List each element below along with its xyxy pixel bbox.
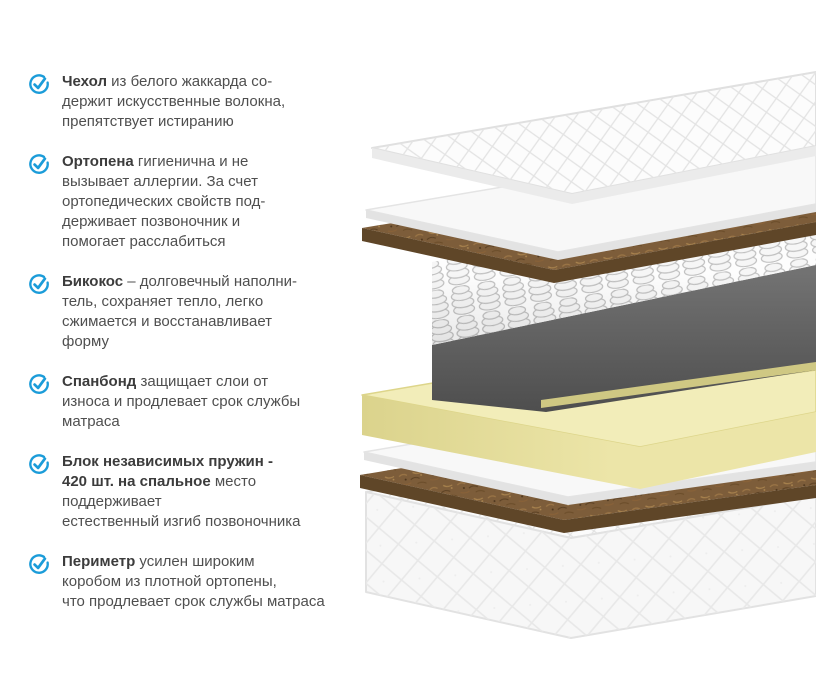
feature-text-line: ортопедических свойств под- (62, 193, 266, 210)
feature-text-line: сжимается и восстанавливает (62, 313, 273, 330)
feature-text-line: что продлевает срок службы матраса (62, 593, 325, 610)
feature-text-line: Бикокос – долговечный наполни- (62, 273, 298, 290)
feature-text-line: Блок независимых пружин - (62, 453, 274, 470)
feature-text-line: помогает расслабиться (62, 233, 226, 250)
check-circle-icon (29, 374, 49, 394)
check-circle-icon (29, 554, 49, 574)
feature-text-line: коробом из плотной ортопены, (62, 573, 277, 590)
jacquard-cover-layer (371, 71, 816, 204)
mattress-diagram (360, 71, 816, 639)
feature-text-line: форму (62, 333, 110, 350)
feature-text-line: 420 шт. на спальное место (62, 473, 257, 490)
feature-text-line: Ортопена гигиенична и не (62, 153, 249, 170)
feature-text: Бикокос – долговечный наполни-тель, сохр… (62, 272, 297, 352)
coir-bottom-side-face (360, 475, 816, 533)
spunbond-bottom-side-face (364, 452, 816, 505)
feature-text-line: вызывает аллергии. За счет (62, 173, 258, 190)
feature-text-line: Чехол из белого жаккарда со- (62, 73, 273, 90)
check-circle-icon (29, 154, 49, 174)
feature-text-line: препятствует истиранию (62, 113, 234, 130)
feature-item-bicocos: Бикокос – долговечный наполни-тель, сохр… (28, 272, 358, 352)
check-circle-icon (29, 454, 49, 474)
feature-text: Блок независимых пружин - 420 шт. на спал… (62, 452, 300, 532)
cover-quilting (372, 72, 816, 194)
feature-item-perimeter: Периметр усилен широким коробом из плотно… (28, 552, 358, 612)
feature-text-line: тель, сохраняет тепло, легко (62, 293, 264, 310)
feature-item-cover: Чехол из белого жаккарда со-держит искус… (28, 72, 358, 132)
base-front-quilting (366, 492, 816, 638)
foam-frame-front-face (362, 395, 816, 489)
feature-text-line: поддерживает (62, 493, 162, 510)
feature-text-line: держит искусственные волокна, (62, 93, 286, 110)
feature-text: Спанбонд защищает слои от износа и продле… (62, 372, 300, 432)
feature-item-springs: Блок независимых пружин - 420 шт. на спал… (28, 452, 358, 532)
check-circle-icon (29, 274, 49, 294)
feature-text: Чехол из белого жаккарда со-держит искус… (62, 72, 285, 132)
feature-text: Периметр усилен широким коробом из плотно… (62, 552, 325, 612)
cover-side-face (372, 146, 816, 204)
feature-text-line: износа и продлевает срок службы (62, 393, 301, 410)
foam-frame-inner-wall (541, 362, 816, 408)
frame-interior-floor (432, 261, 816, 412)
feature-text-line: держивает позвоночник и (62, 213, 241, 230)
feature-item-orthopena: Ортопена гигиенична и не вызывает аллерги… (28, 152, 358, 252)
feature-text-line: естественный изгиб позвоночника (62, 513, 301, 530)
feature-text: Ортопена гигиенична и не вызывает аллерги… (62, 152, 265, 252)
feature-text-line: Спанбонд защищает слои от (62, 373, 269, 390)
feature-text-line: Периметр усилен широким (62, 553, 255, 570)
feature-text-line: матраса (62, 413, 120, 430)
spunbond-top-side-face (366, 204, 816, 260)
check-circle-icon (29, 74, 49, 94)
features-list: Чехол из белого жаккарда со-держит искус… (28, 72, 358, 612)
coir-top-side-face (362, 222, 816, 283)
feature-item-spunbond: Спанбонд защищает слои от износа и продле… (28, 372, 358, 432)
